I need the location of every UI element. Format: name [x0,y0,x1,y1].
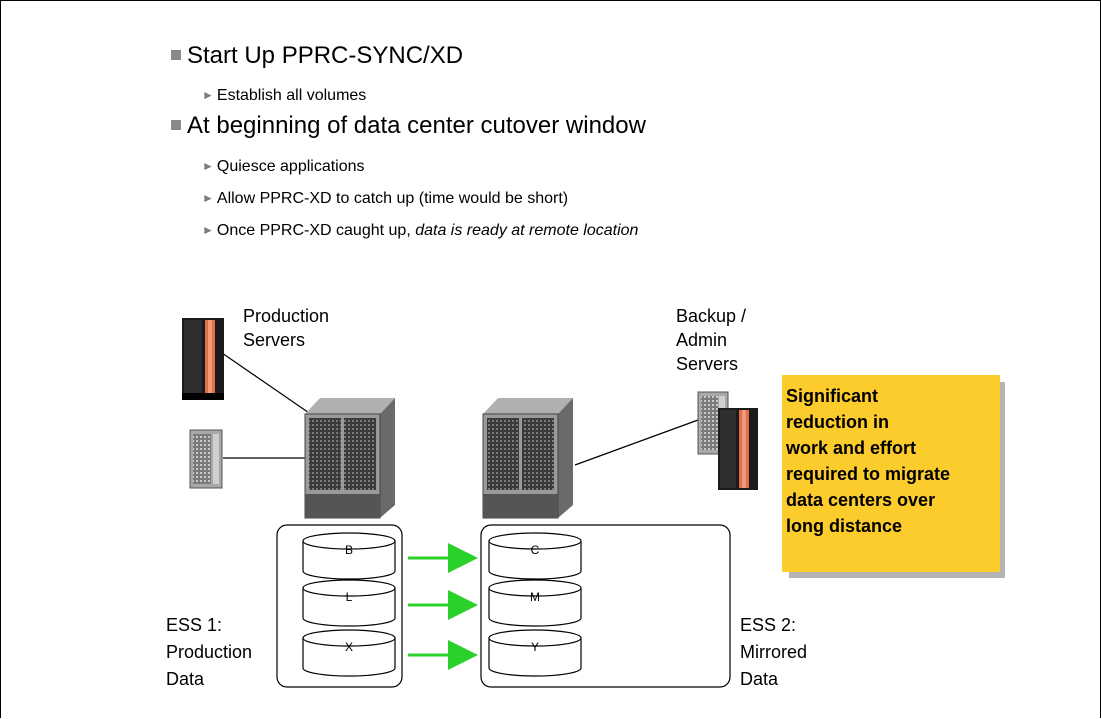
production-servers-label: Production Servers [243,306,330,350]
benefit-callout: Significant reduction in work and effort… [782,375,1000,572]
source-disk-volume: L [302,579,396,627]
ess2-label: ESS 2: Mirrored Data [740,615,808,689]
ess1-label: ESS 1: Production Data [166,615,253,689]
ess2-storage-unit-icon [482,398,573,519]
triangle-bullet-icon: ► [202,191,214,205]
square-bullet-icon [171,120,181,130]
ess1-volume-group [276,524,403,688]
bullet-cutover: At beginning of data center cutover wind… [171,112,646,140]
italic-emphasis: data is ready at remote location [415,222,639,239]
sub-bullet-ready: ►Once PPRC-XD caught up, data is ready a… [202,222,639,239]
target-disk-label: Y [531,640,539,654]
production-small-server-icon [189,429,223,489]
source-disk-volume: B [302,532,396,580]
source-disk-volume: X [302,629,396,677]
backup-servers-label: Backup / Admin Servers [676,306,747,374]
link-line [574,419,699,466]
square-bullet-icon [171,50,181,60]
triangle-bullet-icon: ► [202,159,214,173]
disk-volumes: B L X C M Y [302,532,582,677]
sub-bullet-catchup: ►Allow PPRC-XD to catch up (time would b… [202,190,569,207]
target-disk-volume: C [488,532,582,580]
bullet-startup: Start Up PPRC-SYNC/XD [171,42,463,70]
ess2-volume-group [480,524,731,688]
backup-tower-server-icon [718,408,758,490]
target-disk-label: C [531,543,540,557]
source-disk-label: X [345,640,353,654]
target-disk-volume: Y [488,629,582,677]
target-disk-volume: M [488,579,582,627]
sub-bullet-quiesce: ►Quiesce applications [202,158,365,175]
triangle-bullet-icon: ► [202,223,214,237]
production-tower-server-icon [182,318,224,400]
target-disk-label: M [530,590,540,604]
triangle-bullet-icon: ► [202,88,214,102]
ess1-storage-unit-icon [304,398,395,519]
source-disk-label: L [346,590,353,604]
sub-bullet-establish: ►Establish all volumes [202,87,367,104]
link-line [221,352,316,418]
source-disk-label: B [345,543,353,557]
